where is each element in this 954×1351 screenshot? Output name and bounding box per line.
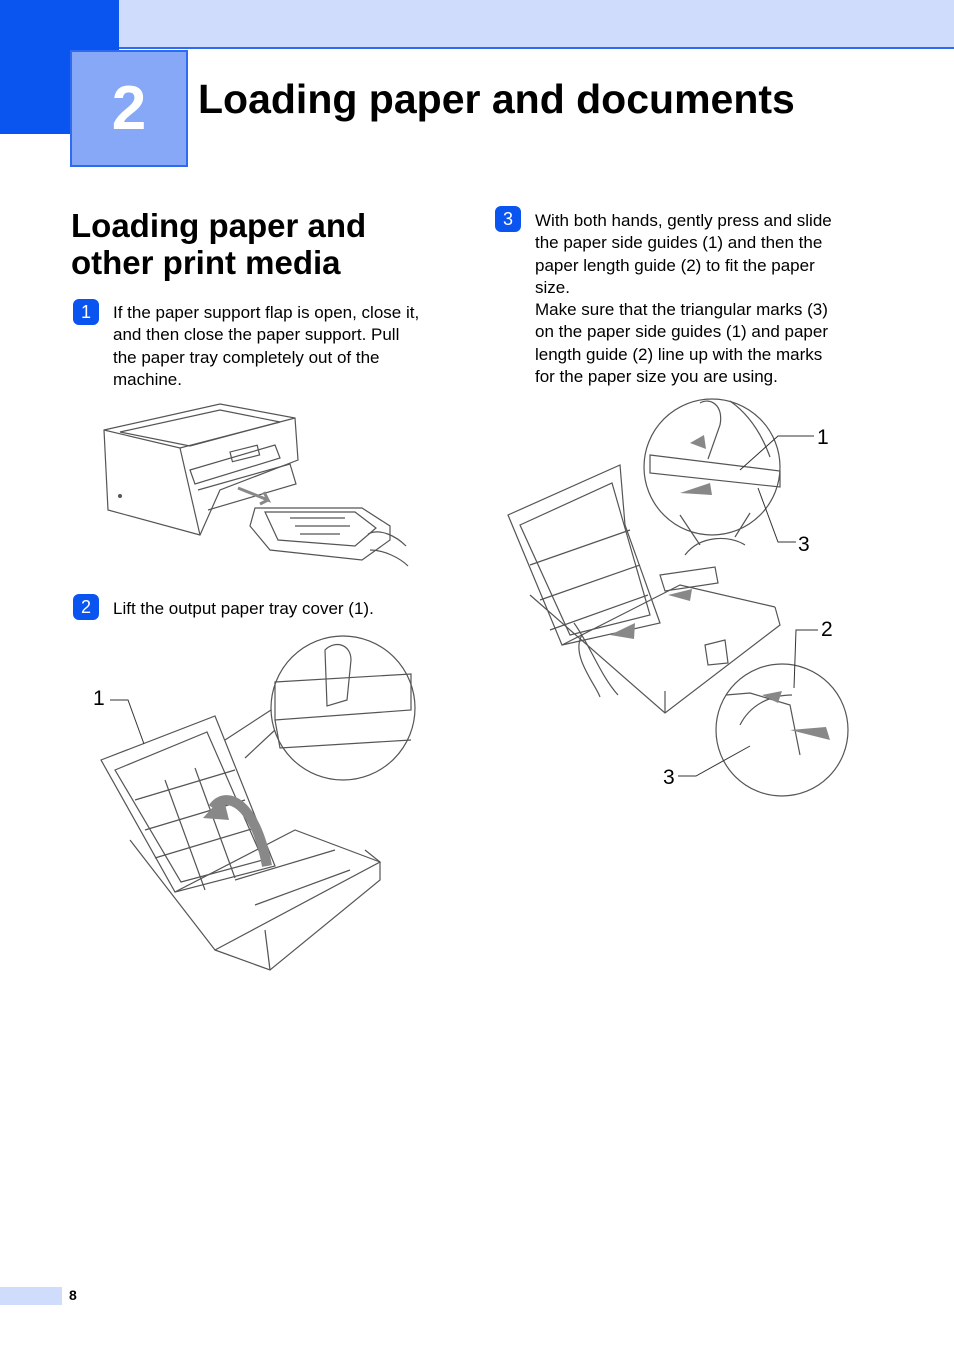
text-line: With both hands, gently press and slide	[535, 211, 832, 230]
callout-3: 3	[663, 766, 675, 789]
page-number-tab	[0, 1287, 62, 1305]
text-line: Lift the output paper tray cover (1).	[113, 599, 374, 618]
chapter-number: 2	[111, 73, 147, 143]
section-title-line: Loading paper and	[71, 207, 367, 244]
text-line: machine.	[113, 369, 182, 389]
callout-1: 1	[817, 426, 829, 449]
callout-2: 2	[821, 618, 833, 641]
text-line: the paper tray completely out of the	[113, 347, 380, 367]
text-line: length guide (2) line up with the marks	[535, 344, 823, 364]
text-line: for the paper size you are using.	[535, 367, 778, 387]
page-number: 8	[69, 1287, 77, 1303]
printer-tray-illustration	[103, 403, 409, 567]
section-title: Loading paper and other print media	[71, 207, 451, 281]
text-line: paper length guide (2) to fit the paper	[535, 255, 815, 275]
text-line: Make sure that the triangular marks (3)	[535, 300, 828, 320]
step-2-text: Lift the output paper tray cover (1).	[113, 598, 453, 620]
callout-1: 1	[93, 687, 105, 710]
section-title-line: other print media	[71, 244, 341, 281]
step-3-text: With both hands, gently press and slide …	[535, 210, 875, 388]
chapter-number-box: 2	[70, 50, 188, 167]
output-tray-cover-illustration	[100, 635, 416, 971]
step-2-badge: 2	[73, 594, 99, 620]
callout-3: 3	[798, 533, 810, 556]
chapter-title: Loading paper and documents	[198, 76, 795, 122]
paper-guides-illustration	[507, 398, 849, 797]
header-band	[0, 0, 954, 49]
leader-lines	[678, 435, 818, 777]
text-line: the paper side guides (1) and then the	[535, 233, 823, 253]
text-line: If the paper support flap is open, close…	[113, 303, 420, 322]
text-line: size.	[535, 277, 570, 297]
step-1-text: If the paper support flap is open, close…	[113, 302, 453, 391]
leader-line	[110, 699, 145, 745]
text-line: and then close the paper support. Pull	[113, 325, 400, 345]
step-1-badge: 1	[73, 299, 99, 325]
step-3-badge: 3	[495, 206, 521, 232]
text-line: on the paper side guides (1) and paper	[535, 322, 828, 342]
